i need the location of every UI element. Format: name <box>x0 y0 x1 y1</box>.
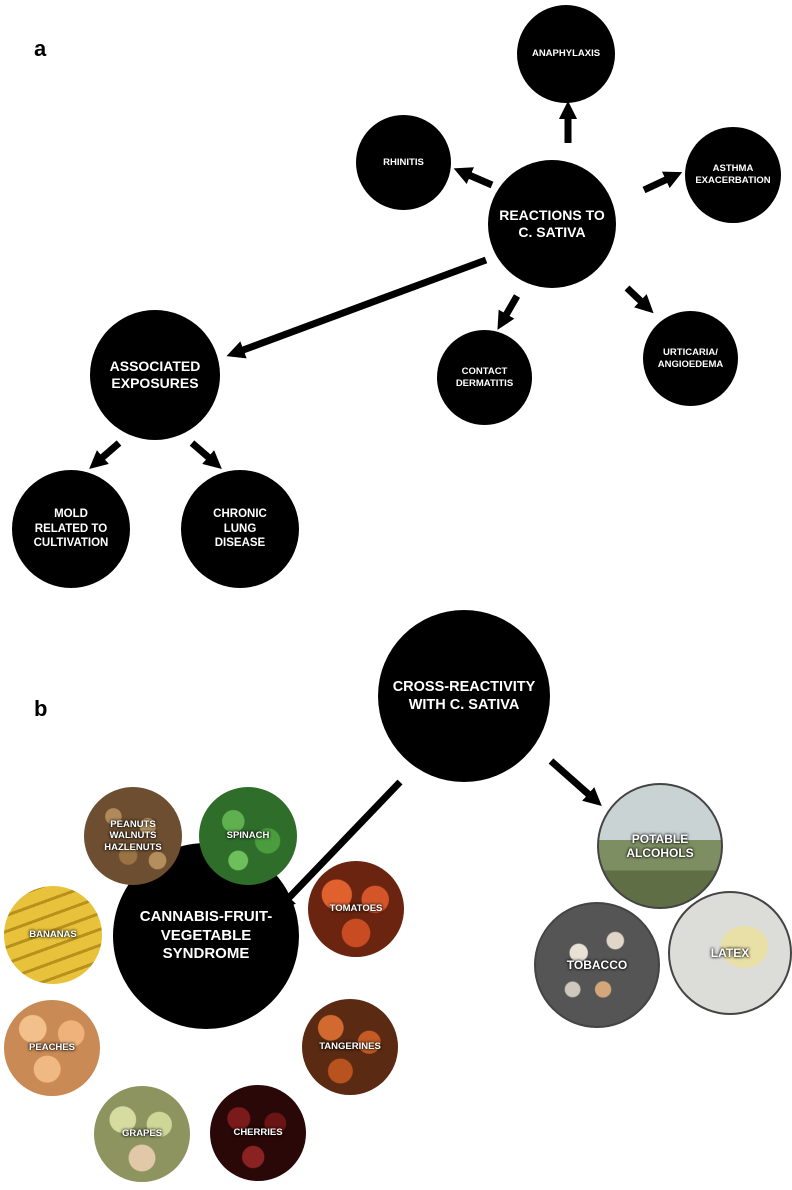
urticaria-label: URTICARIA/ ANGIOEDEMA <box>657 346 724 370</box>
associated-exposures-label: ASSOCIATED EXPOSURES <box>109 357 201 392</box>
asthma-node: ASTHMA EXACERBATION <box>685 127 781 223</box>
arrow-to-mold <box>89 440 122 469</box>
spinach-photo: SPINACH <box>199 787 297 885</box>
grapes-photo: GRAPES <box>94 1086 190 1182</box>
associated-exposures-node: ASSOCIATED EXPOSURES <box>90 310 220 440</box>
syndrome-label: CANNABIS-FRUIT- VEGETABLE SYNDROME <box>139 907 273 963</box>
mold-node: MOLD RELATED TO CULTIVATION <box>12 470 130 588</box>
arrow-to-contact-dermatitis <box>497 294 521 330</box>
peaches-label: PEACHES <box>29 1042 75 1054</box>
arrow-to-lung <box>189 440 222 469</box>
anaphylaxis-label: ANAPHYLAXIS <box>531 48 601 60</box>
contact-dermatitis-node: CONTACT DERMATITIS <box>437 330 532 425</box>
cross-reactivity-label: CROSS-REACTIVITY WITH C. SATIVA <box>392 678 536 713</box>
rhinitis-node: RHINITIS <box>356 115 451 210</box>
mold-label: MOLD RELATED TO CULTIVATION <box>33 508 109 550</box>
potable-alcohols-photo: POTABLE ALCOHOLS <box>597 783 723 909</box>
cherries-photo: CHERRIES <box>210 1085 306 1181</box>
arrow-to-asthma <box>642 171 683 194</box>
asthma-label: ASTHMA EXACERBATION <box>695 163 771 186</box>
urticaria-node: URTICARIA/ ANGIOEDEMA <box>643 311 738 406</box>
tomatoes-label: TOMATOES <box>329 903 383 915</box>
tobacco-label: TOBACCO <box>566 957 628 972</box>
arrow-to-potable-alcohols <box>548 758 602 807</box>
contact-dermatitis-label: CONTACT DERMATITIS <box>455 365 514 389</box>
latex-label: LATEX <box>710 945 750 960</box>
tobacco-photo: TOBACCO <box>534 902 660 1028</box>
spinach-label: SPINACH <box>226 830 270 842</box>
arrow-to-associated-exposures <box>226 256 488 359</box>
arrow-to-urticaria <box>624 285 654 314</box>
bananas-photo: BANANAS <box>4 886 102 984</box>
bananas-label: BANANAS <box>29 929 77 941</box>
reactions-label: REACTIONS TO C. SATIVA <box>499 206 605 241</box>
cherries-label: CHERRIES <box>233 1127 283 1139</box>
chronic-lung-node: CHRONIC LUNG DISEASE <box>181 470 299 588</box>
tangerines-label: TANGERINES <box>319 1041 381 1053</box>
potable-alcohols-label: POTABLE ALCOHOLS <box>626 831 694 860</box>
nuts-label: PEANUTS WALNUTS HAZLENUTS <box>104 818 162 853</box>
peaches-photo: PEACHES <box>4 1000 100 1096</box>
nuts-photo: PEANUTS WALNUTS HAZLENUTS <box>84 787 182 885</box>
tomatoes-photo: TOMATOES <box>308 861 404 957</box>
reactions-node: REACTIONS TO C. SATIVA <box>488 160 616 288</box>
arrow-to-rhinitis <box>453 167 494 189</box>
latex-photo: LATEX <box>668 891 792 1015</box>
panel-label-a: a <box>34 36 47 61</box>
grapes-label: GRAPES <box>121 1128 163 1140</box>
chronic-lung-label: CHRONIC LUNG DISEASE <box>213 508 267 550</box>
rhinitis-label: RHINITIS <box>383 156 424 168</box>
arrow-to-syndrome <box>276 779 403 911</box>
cross-reactivity-node: CROSS-REACTIVITY WITH C. SATIVA <box>378 610 550 782</box>
panel-label-b: b <box>34 696 48 721</box>
anaphylaxis-node: ANAPHYLAXIS <box>517 5 615 103</box>
tangerines-photo: TANGERINES <box>302 999 398 1095</box>
